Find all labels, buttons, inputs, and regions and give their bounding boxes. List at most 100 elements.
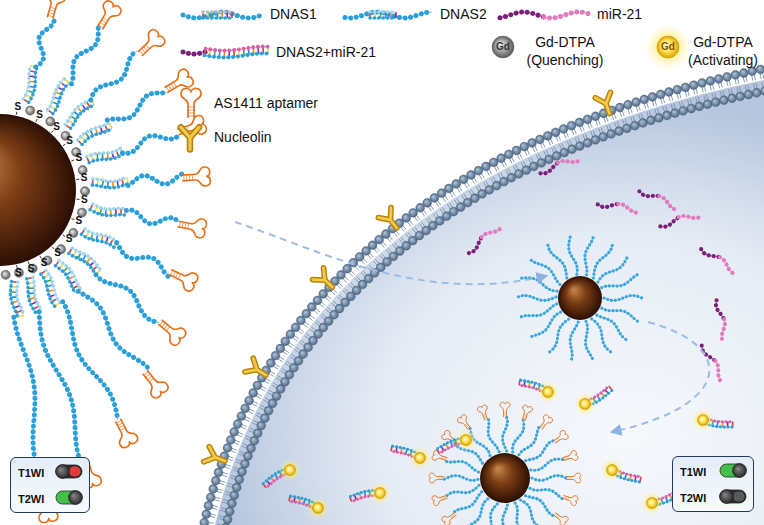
aptamer-rung — [188, 223, 189, 229]
aptamer-loop — [477, 404, 491, 421]
strand-beads — [85, 229, 118, 242]
lipid-head — [568, 145, 577, 154]
lipid-head — [241, 404, 250, 413]
aptamer-rung — [188, 107, 194, 108]
pathway-arrow — [235, 222, 546, 284]
strand-backbone — [513, 420, 524, 452]
aptamer-rung — [173, 82, 176, 87]
base-pair — [226, 12, 228, 18]
aptamer-rung — [178, 274, 180, 279]
aptamer-rung — [571, 477, 572, 480]
lipid-head — [731, 70, 740, 79]
aptamer-loop — [431, 492, 448, 506]
gd-quenched-sample — [492, 36, 514, 58]
gd-quenched — [26, 106, 35, 115]
nucleolin-body — [378, 208, 403, 233]
aptamer-rung — [543, 423, 545, 425]
lipid-head — [528, 139, 537, 148]
aptamer-loop — [566, 473, 581, 483]
lipid-head — [504, 150, 513, 159]
strand-beads — [503, 417, 508, 451]
strand-backbone — [17, 282, 24, 315]
lipid-head — [631, 121, 640, 130]
base-pair — [395, 12, 397, 18]
gd-activated — [698, 415, 709, 426]
aptamer-rung — [185, 223, 186, 229]
aptamer-rung — [146, 45, 150, 49]
gd-activated — [375, 488, 386, 499]
strand-beads — [183, 52, 205, 54]
strand-beads — [91, 51, 137, 100]
strand-backbone — [602, 275, 638, 288]
aptamer-icon — [181, 88, 201, 118]
gd-activated — [657, 36, 679, 58]
aptamer-rung — [558, 438, 560, 440]
lipid-head — [671, 109, 680, 118]
aptamer-rung — [119, 425, 124, 428]
toggle-track — [720, 490, 746, 503]
gd-quenched — [14, 268, 23, 277]
lipid-head — [567, 121, 576, 130]
toggle-switch — [56, 465, 83, 479]
nanoprobe-inside — [518, 237, 642, 360]
aptamer-rung — [146, 374, 150, 378]
aptamer-icon — [431, 492, 448, 506]
lipid-head — [245, 396, 254, 405]
strand-backbone — [33, 277, 42, 310]
gd-quenched — [28, 264, 37, 273]
lipid-head — [223, 444, 232, 453]
strand-beads — [488, 419, 499, 451]
thiol-label: S — [81, 173, 88, 183]
nucleolin-symbol — [378, 208, 403, 233]
strand-backbone — [48, 79, 65, 110]
aptamer-rung — [443, 477, 444, 480]
aptamer-icon — [181, 167, 210, 188]
strand-beads — [204, 53, 267, 57]
aptamer-rung — [182, 222, 183, 228]
strand-beads — [550, 319, 569, 352]
lipid-head — [575, 118, 584, 127]
aptamer-rung — [454, 513, 456, 515]
strand-beads — [206, 47, 269, 51]
strand-beads — [203, 16, 232, 20]
toggle-switch — [56, 491, 83, 505]
strand-beads — [540, 163, 557, 174]
strand-backbone — [558, 161, 579, 163]
aptamer-rung — [166, 87, 169, 92]
thiol-bond — [16, 112, 18, 115]
iron-oxide-core — [558, 276, 602, 320]
legend-samples — [181, 12, 691, 149]
thiol-label: S — [15, 102, 22, 112]
lipid-head — [552, 151, 561, 160]
strand-backbone — [660, 217, 678, 226]
strand-beads — [78, 291, 149, 369]
strand-beads — [618, 204, 637, 213]
aptamer-rung — [542, 425, 544, 427]
aptamer-rung — [438, 477, 439, 480]
legend-label: DNAS2 — [440, 5, 487, 23]
strand-beads — [513, 420, 524, 452]
gd-activated — [313, 503, 324, 514]
aptamer-loop — [441, 510, 459, 525]
aptamer-loop — [456, 524, 473, 525]
strand-backbone — [482, 229, 501, 238]
strand-backbone — [720, 257, 733, 273]
strand-beads — [585, 237, 593, 274]
cell-interior — [215, 80, 764, 525]
strand-backbone — [526, 496, 554, 516]
strand-backbone — [550, 319, 569, 352]
aptamer-loop — [110, 416, 140, 450]
thiol-bond — [76, 199, 79, 200]
strand-beads — [598, 204, 618, 207]
strand-beads — [722, 319, 725, 340]
aptamer-rung — [183, 175, 184, 181]
strand-backbone — [87, 148, 121, 157]
lipid-head — [543, 131, 552, 140]
aptamer-rung — [440, 477, 441, 480]
lipid-head — [237, 412, 246, 421]
lipid-head — [233, 420, 242, 429]
strand-backbone — [469, 237, 482, 253]
toggle-indicator — [733, 492, 745, 502]
legend-label: Nucleolin — [214, 128, 272, 146]
